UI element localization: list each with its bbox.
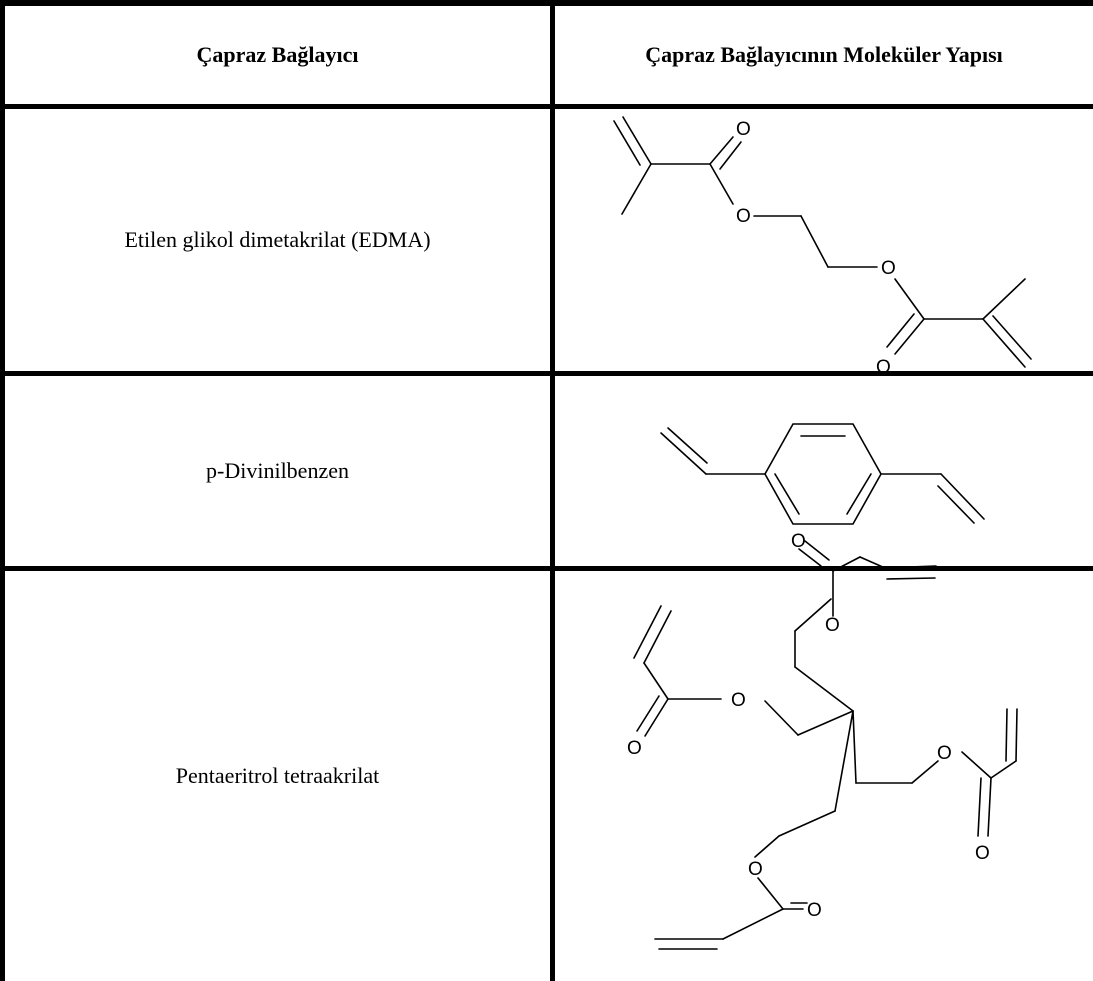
edma-structure-icon: O O O O [613,116,1032,378]
crosslinker-name-edma: Etilen glikol dimetakrilat (EDMA) [124,227,431,252]
column-header-molecular-structure: Çapraz Bağlayıcının Moleküler Yapısı [645,42,1003,67]
divinylbenzene-structure-icon [660,423,985,525]
table-border-top [0,0,1093,6]
crosslinker-name-divinylbenzene: p-Divinilbenzen [206,458,349,483]
oxygen-label: O [748,859,763,880]
table-row-divider [0,566,1093,571]
table-column-divider [550,0,555,981]
oxygen-label: O [975,843,990,864]
oxygen-label: O [807,900,822,921]
oxygen-label: O [825,615,840,636]
crosslinker-name-pentaerythritol-tetraacrylate: Pentaeritrol tetraakrilat [175,763,380,788]
table-row-divider [0,104,1093,109]
oxygen-label: O [731,690,746,711]
oxygen-label: O [937,743,952,764]
oxygen-label: O [736,206,751,227]
oxygen-label: O [881,258,896,279]
table-border-left [0,0,5,981]
oxygen-label: O [791,531,806,552]
column-header-crosslinker: Çapraz Bağlayıcı [196,42,359,67]
oxygen-label: O [736,119,751,140]
oxygen-label: O [627,738,642,759]
pentaerythritol-tetraacrylate-structure-icon: O O O O O O O O [627,531,1018,950]
oxygen-label: O [876,357,891,378]
table-row-divider [0,371,1093,376]
